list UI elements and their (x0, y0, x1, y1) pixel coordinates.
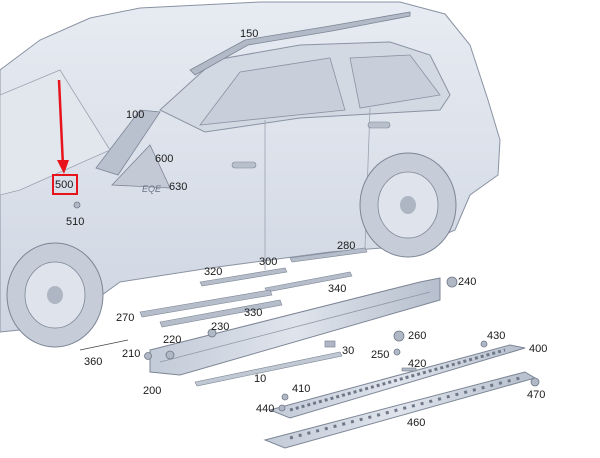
part-label-210: 210 (122, 348, 141, 360)
part-label-230: 230 (211, 321, 230, 333)
part-label-300: 300 (259, 256, 278, 268)
highlight-box (52, 174, 78, 195)
part-label-510: 510 (66, 216, 85, 228)
svg-text:EQE: EQE (142, 184, 162, 194)
part-label-240: 240 (458, 276, 477, 288)
trim-strips (139, 247, 368, 328)
part-label-460: 460 (407, 417, 426, 429)
part-label-250: 250 (371, 349, 390, 361)
step-board-400 (268, 344, 526, 419)
part-label-270: 270 (116, 312, 135, 324)
running-board-main (149, 277, 441, 376)
part-label-430: 430 (487, 330, 506, 342)
part-label-440: 440 (256, 403, 275, 415)
part-label-500: 500 (55, 179, 74, 191)
part-label-150: 150 (240, 28, 259, 40)
front-wheel (6, 242, 104, 348)
vehicle-body: EQE (0, 1, 501, 333)
leader-line-360 (79, 339, 129, 351)
part-label-420: 420 (408, 358, 427, 370)
part-label-260: 260 (408, 330, 427, 342)
part-label-100: 100 (126, 109, 145, 121)
part-label-360: 360 (84, 356, 103, 368)
highlight-arrow (57, 79, 69, 174)
part-label-280: 280 (337, 240, 356, 252)
part-label-630: 630 (169, 181, 188, 193)
rear-wheel (359, 152, 457, 258)
small-parts (73, 201, 540, 412)
part-label-200: 200 (143, 385, 162, 397)
part-label-30: 30 (342, 345, 355, 357)
part-label-330: 330 (244, 307, 263, 319)
part-label-340: 340 (328, 283, 347, 295)
part-label-10: 10 (254, 373, 267, 385)
part-label-400: 400 (529, 343, 548, 355)
strip-10 (194, 351, 343, 387)
part-label-220: 220 (163, 334, 182, 346)
part-label-320: 320 (204, 266, 223, 278)
part-label-410: 410 (292, 383, 311, 395)
part-label-600: 600 (155, 153, 174, 165)
part-label-470: 470 (527, 389, 546, 401)
